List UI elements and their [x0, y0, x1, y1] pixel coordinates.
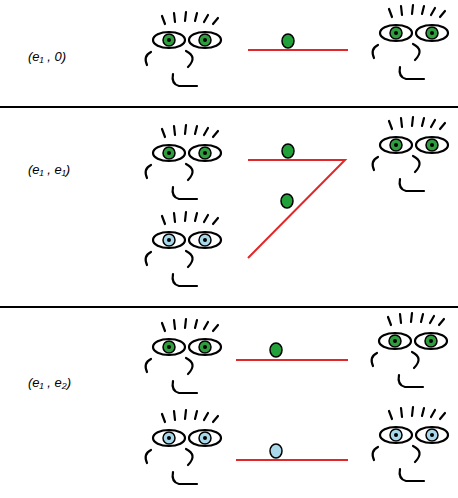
state-label: (e₁ , e₁) — [28, 162, 70, 177]
face — [373, 407, 448, 481]
face — [146, 319, 221, 393]
state-label: (e₁ , e₂) — [28, 375, 71, 390]
particles — [270, 34, 294, 458]
face — [373, 117, 448, 191]
state-label: (e₁ , 0) — [28, 49, 66, 64]
face — [372, 313, 447, 387]
face — [146, 125, 221, 199]
face — [146, 12, 221, 86]
faces — [146, 5, 448, 484]
separators — [0, 107, 458, 307]
face — [146, 410, 221, 484]
face — [373, 5, 448, 79]
face — [146, 212, 221, 286]
channels — [236, 50, 348, 460]
